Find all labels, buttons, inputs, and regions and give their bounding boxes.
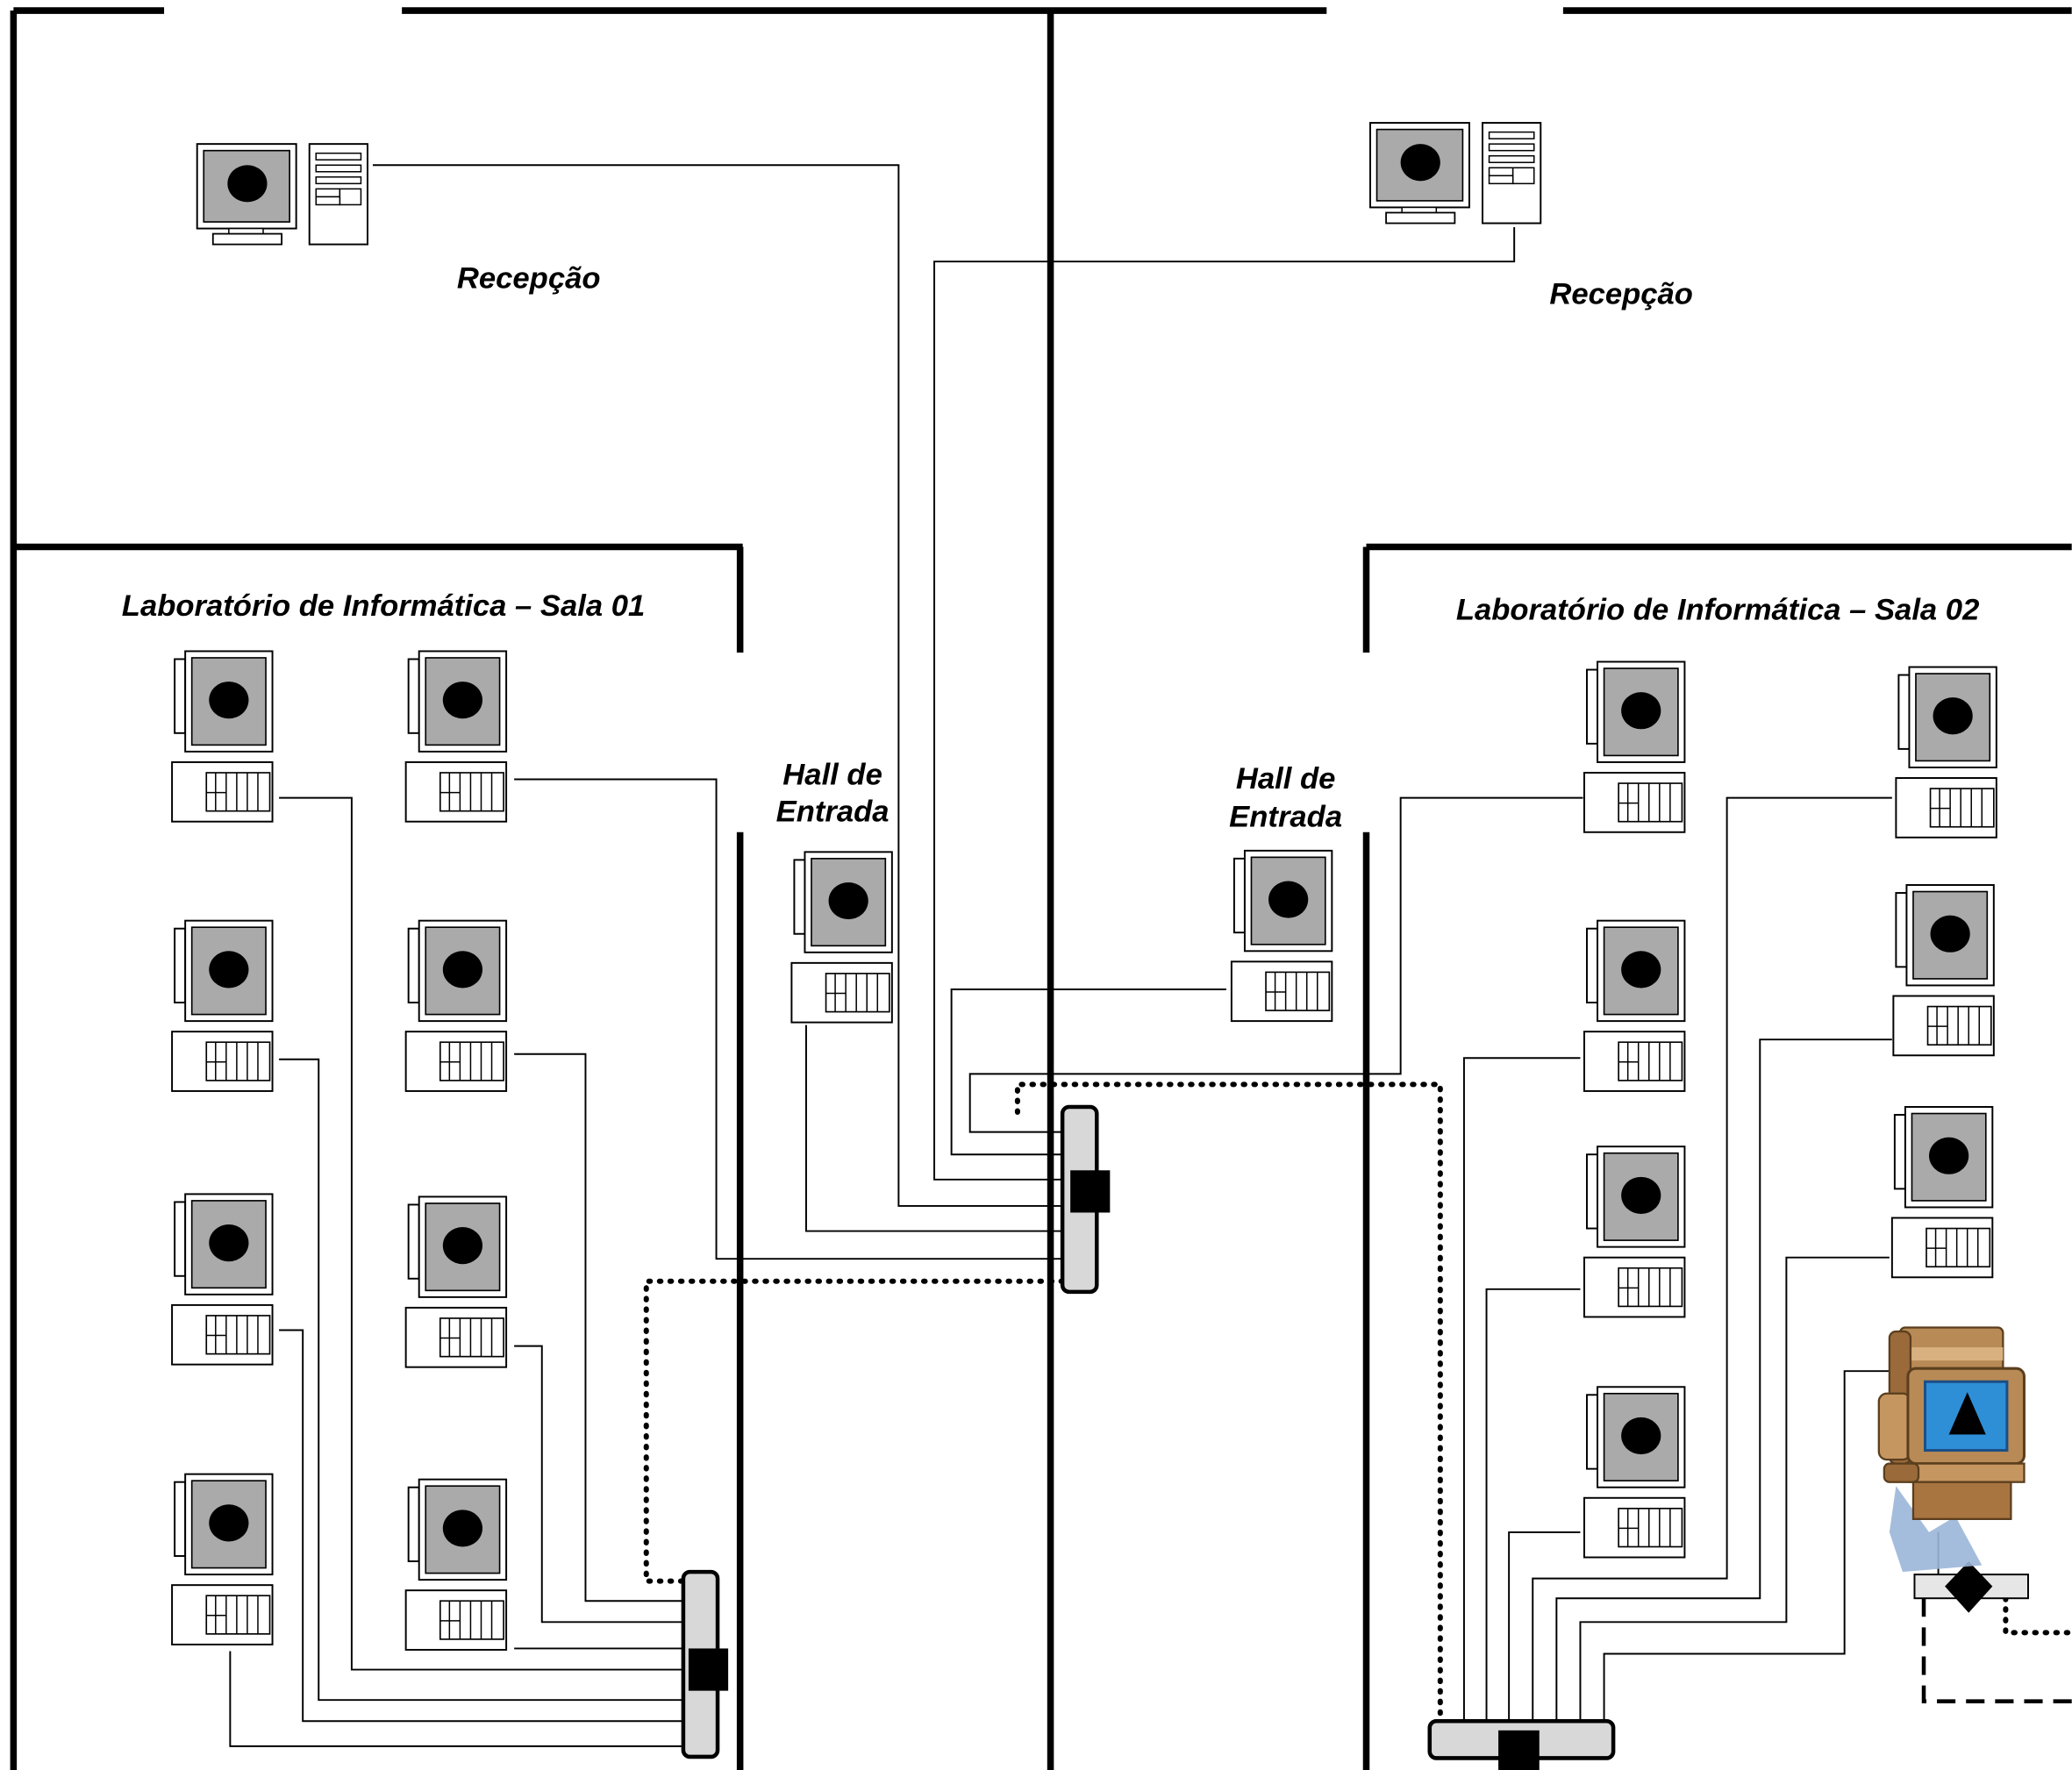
- hall-left-label-line1: Hall de: [782, 759, 882, 792]
- reception-right-label: Recepção: [1549, 277, 1693, 310]
- lab1-workstation-icon[interactable]: [171, 1193, 274, 1366]
- network-cables: [229, 164, 1940, 1747]
- lab1-workstation-icon[interactable]: [404, 1478, 508, 1651]
- hall-right-label-line2: Entrada: [1229, 801, 1342, 834]
- reception-workstation-icon[interactable]: [196, 143, 368, 246]
- lab1-workstation-icon[interactable]: [171, 919, 274, 1092]
- lab2-workstation-icon[interactable]: [1890, 1106, 1994, 1279]
- lab2-workstation-icon[interactable]: [1892, 884, 1995, 1057]
- lab1-workstation-icon[interactable]: [404, 919, 508, 1092]
- hall-workstation-icon[interactable]: [1230, 849, 1333, 1023]
- lab2-workstation-icon[interactable]: [1583, 1146, 1686, 1318]
- lab1-workstation-icon[interactable]: [404, 1195, 508, 1368]
- lab2-workstation-icon[interactable]: [1583, 919, 1686, 1092]
- reception-workstation-icon[interactable]: [1369, 122, 1542, 225]
- lab1-workstation-icon[interactable]: [404, 650, 508, 823]
- hall-left-label-line2: Entrada: [776, 796, 890, 829]
- server-switch[interactable]: [1913, 1561, 2029, 1613]
- hall-workstation-icon[interactable]: [790, 851, 893, 1024]
- lab2-workstation-icon[interactable]: [1583, 660, 1686, 833]
- backbone-links: [643, 1081, 2072, 1727]
- lab1-workstation-icon[interactable]: [171, 650, 274, 823]
- lab1-title: Laboratório de Informática – Sala 01: [122, 589, 646, 623]
- reception-left-label: Recepção: [457, 261, 601, 295]
- lab2-workstation-icon[interactable]: [1895, 666, 1997, 839]
- lab1-switch[interactable]: [681, 1569, 729, 1759]
- server-icon[interactable]: [1877, 1326, 2026, 1573]
- lab1-workstation-icon[interactable]: [171, 1473, 274, 1645]
- lab2-switch[interactable]: [1427, 1719, 1616, 1770]
- walls: [10, 7, 2072, 1770]
- lab2-title: Laboratório de Informática – Sala 02: [1456, 593, 1980, 626]
- lab2-workstation-icon[interactable]: [1583, 1386, 1686, 1559]
- hall-right-label-line1: Hall de: [1236, 762, 1336, 796]
- main-switch[interactable]: [1060, 1104, 1111, 1295]
- dashed-link: [1921, 1598, 2072, 1703]
